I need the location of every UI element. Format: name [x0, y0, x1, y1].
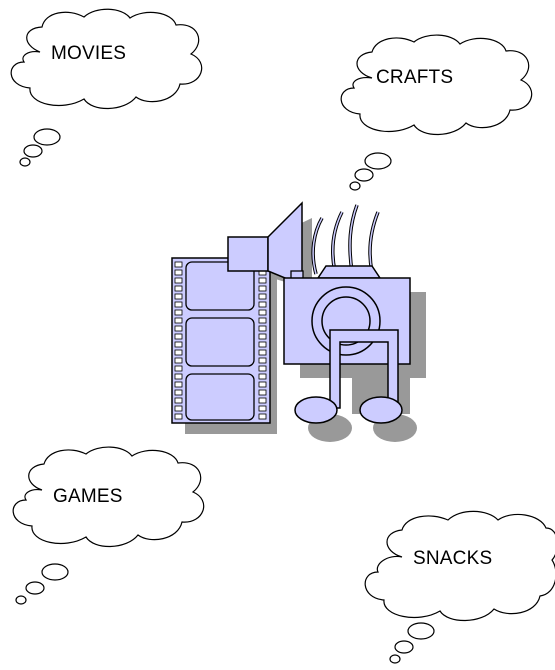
bubble-label-games: GAMES: [53, 486, 123, 507]
bubble-label-snacks: SNACKS: [413, 548, 493, 569]
bubble-label-movies: MOVIES: [51, 43, 127, 64]
thought-bubble-crafts-icon: [340, 34, 533, 191]
film-strip-icon: [171, 257, 271, 424]
thought-bubble-games-icon: [12, 446, 205, 605]
thought-bubble-snacks-icon: [364, 510, 555, 664]
music-note-icon: [294, 329, 403, 424]
megaphone-icon: [227, 201, 303, 287]
bubble-label-crafts: CRAFTS: [376, 67, 454, 88]
thought-bubble-movies-icon: [10, 8, 203, 167]
